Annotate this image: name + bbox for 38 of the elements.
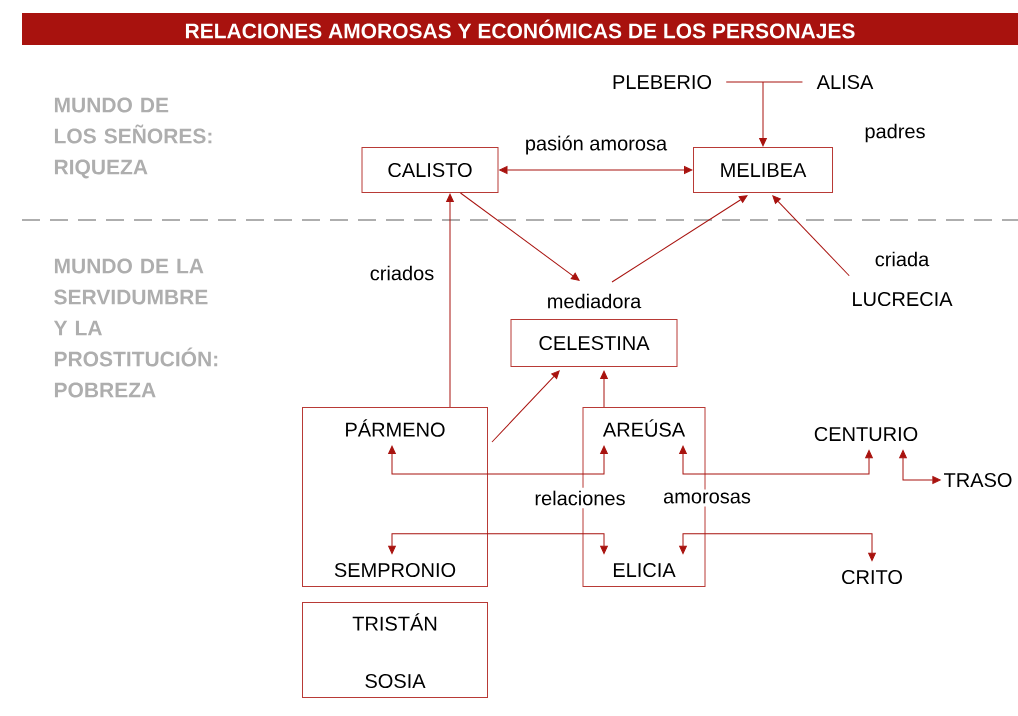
relation-label: padres [861, 120, 929, 146]
title-bar: RELACIONES AMOROSAS Y ECONÓMICAS DE LOS PERSONAJES [22, 13, 1018, 45]
edge-label: criados [367, 263, 437, 283]
arrow [491, 370, 560, 443]
arrow [460, 192, 580, 281]
character-name: ELICIA [613, 562, 676, 578]
arrow [499, 166, 693, 174]
arrow [772, 195, 850, 277]
character-name: PLEBERIO [613, 74, 712, 90]
character-name: CENTURIO [814, 426, 918, 442]
arrow [899, 450, 941, 484]
character-name: LUCRECIA [853, 291, 953, 307]
name-box: CELESTINA [510, 319, 678, 367]
relation-label: mediadora [548, 293, 642, 309]
relation-label: criada [875, 251, 930, 267]
arrow [388, 533, 608, 554]
character-name: ALISA [816, 74, 874, 90]
character-name: TRASO [944, 472, 1012, 488]
name-box: MELIBEA [693, 147, 833, 193]
group-box: TRISTÁN SOSIA [302, 602, 488, 698]
character-name: AREÚSA [602, 419, 686, 437]
section-label: MUNDO DE LA SERVIDUMBRE Y LA PROSTITUCIÓN: POBREZA [53, 258, 218, 398]
edge-label: pasión amorosa [522, 133, 670, 157]
arrow [388, 445, 608, 475]
arrow [679, 445, 873, 475]
character-name: CRITO [842, 569, 902, 585]
character-name: PÁRMENO [346, 419, 445, 437]
group-box [302, 407, 488, 587]
arrow [679, 533, 876, 561]
relation-label: relaciones [531, 487, 629, 509]
section-label: MUNDO DE LOS SEÑORES: RIQUEZA [54, 97, 212, 179]
relation-label: amorosas [660, 489, 754, 507]
arrow [600, 370, 608, 408]
name-box: CALISTO [361, 147, 499, 193]
character-name: SEMPRONIO [334, 562, 456, 578]
arrow [446, 193, 454, 408]
arrow [611, 195, 748, 283]
arrow [725, 81, 803, 147]
